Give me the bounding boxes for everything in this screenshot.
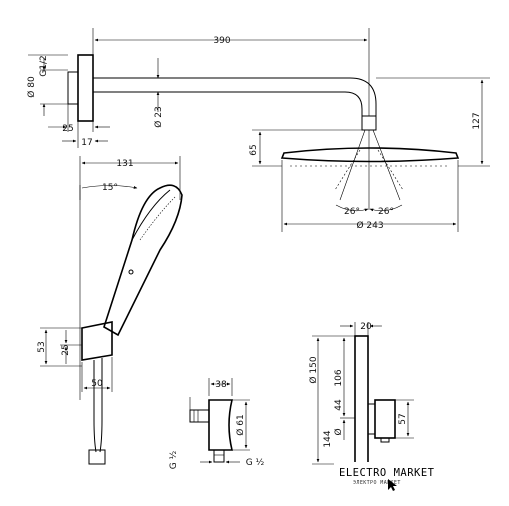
shower-hose xyxy=(93,358,103,453)
dim-mixer-width: 20 xyxy=(360,322,372,332)
arm-connector xyxy=(361,115,377,131)
dim-mixer-height: Ø 150 xyxy=(308,356,319,383)
cursor-icon xyxy=(388,479,397,491)
dim-thread-left: G ½ xyxy=(169,450,179,469)
overhead-shower-view: 390 G1/2 Ø 80 Ø 23 25 17 127 6 xyxy=(26,28,490,232)
watermark-brand: ELECTRO MARKET xyxy=(339,467,435,479)
dim-holder-height: 53 xyxy=(37,341,47,352)
hose-end xyxy=(88,449,106,465)
dim-holder-offset: 25 xyxy=(61,344,71,355)
shower-head xyxy=(280,147,460,163)
dim-spray-angle-left: 26° xyxy=(344,207,360,217)
hand-shower-body xyxy=(103,184,183,337)
hand-shower-view: 131 15° 53 25 50 xyxy=(37,156,183,465)
dim-spray-angle-right: 26° xyxy=(378,207,394,217)
mixer-view: 20 Ø 150 106 44 Ø 144 57 xyxy=(308,322,414,465)
dim-handshower-angle: 15° xyxy=(102,183,118,193)
watermark-tagline: ЭЛЕКТРО МАРКЕТ xyxy=(353,480,401,486)
flange-rosette xyxy=(77,54,94,122)
dim-thread-right: G ½ xyxy=(246,458,265,468)
outlet-nipple xyxy=(189,409,210,423)
dim-head-height: 127 xyxy=(472,112,482,129)
dim-flange-dia: Ø 80 xyxy=(26,76,37,98)
dim-flange-depth: 25 xyxy=(62,124,73,134)
dim-head-dia: Ø 243 xyxy=(356,220,383,231)
dim-mixer-144: 144 xyxy=(323,430,333,447)
dim-mixer-57: 57 xyxy=(398,413,408,424)
dim-outlet-dia: Ø 61 xyxy=(235,414,246,435)
outlet-thread xyxy=(213,449,225,463)
wall-flange xyxy=(67,71,79,105)
dim-handshower-reach: 131 xyxy=(116,159,133,169)
wall-outlet-view: 38 Ø 61 G ½ G ½ xyxy=(169,378,265,469)
dim-flange-offset: 17 xyxy=(81,138,92,148)
dim-head-thickness: 65 xyxy=(249,144,259,155)
dim-arm-length: 390 xyxy=(213,36,230,46)
shower-holder xyxy=(81,321,113,361)
dim-arm-dia: Ø 23 xyxy=(153,106,164,127)
dim-mixer-44: 44 xyxy=(334,399,344,411)
mixer-plate xyxy=(354,335,369,465)
mixer-handle xyxy=(374,399,396,439)
dim-outlet-width: 38 xyxy=(215,380,227,390)
dim-mixer-dia: Ø xyxy=(333,428,344,435)
dim-holder-depth: 50 xyxy=(91,379,103,389)
dim-mixer-106: 106 xyxy=(334,369,344,386)
shower-arm xyxy=(93,77,377,116)
electro-market-watermark: ELECTRO MARKET ЭЛЕКТРО МАРКЕТ xyxy=(334,462,452,492)
spray-lines xyxy=(334,129,404,212)
outlet-body xyxy=(208,399,234,451)
mixer-knob xyxy=(380,437,390,443)
